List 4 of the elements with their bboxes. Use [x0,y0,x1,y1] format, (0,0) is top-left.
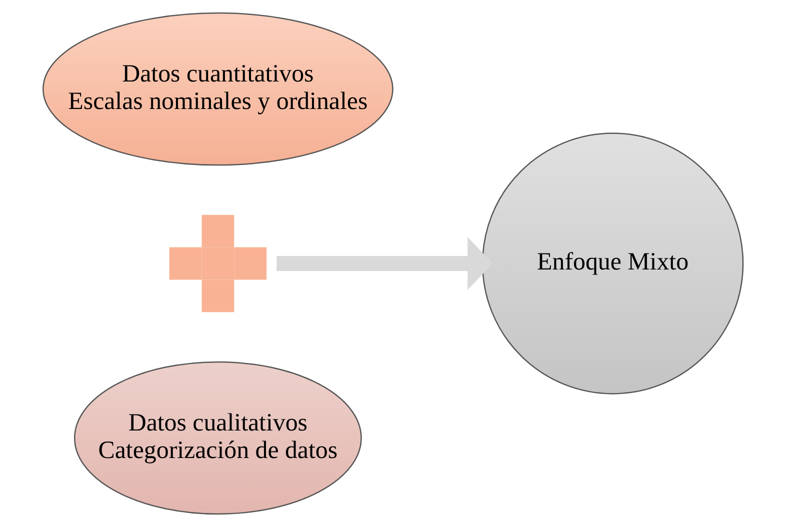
node-circle: Enfoque Mixto [482,132,744,394]
node-ellipse: Datos cualitativos Categorización de datos [74,361,362,515]
node-ellipse: Datos cuantitativos Escalas nominales y ordinales [42,12,394,166]
arrow [276,236,493,290]
